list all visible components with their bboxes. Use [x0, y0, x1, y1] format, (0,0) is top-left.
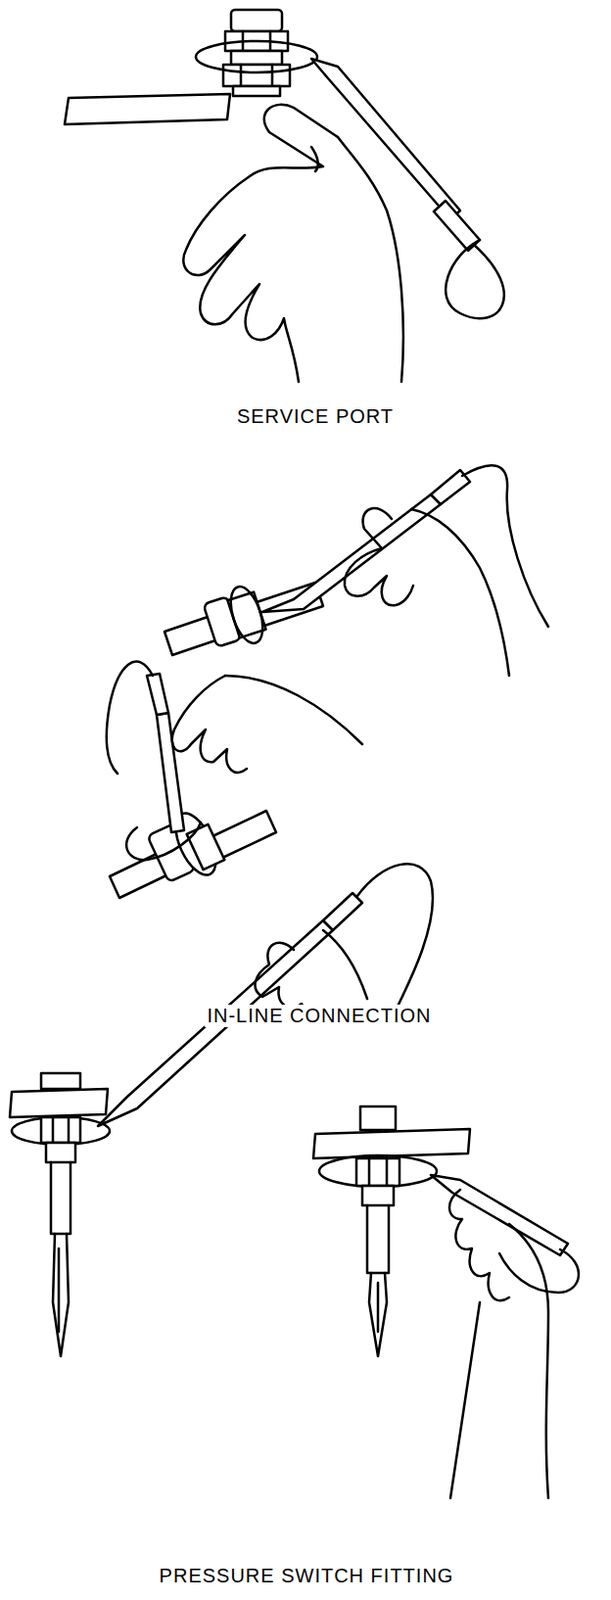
pressure-switch-right	[313, 1106, 579, 1499]
caption-label: IN-LINE CONNECTION	[204, 1004, 433, 1028]
caption-label: SERVICE PORT	[235, 405, 396, 428]
service-port-figure	[64, 9, 505, 382]
pressure-switch-left	[9, 863, 433, 1357]
in-line-figure-lower	[106, 661, 363, 898]
in-line-figure-upper	[164, 465, 549, 676]
caption-label: PRESSURE SWITCH FITTING	[157, 1564, 457, 1588]
